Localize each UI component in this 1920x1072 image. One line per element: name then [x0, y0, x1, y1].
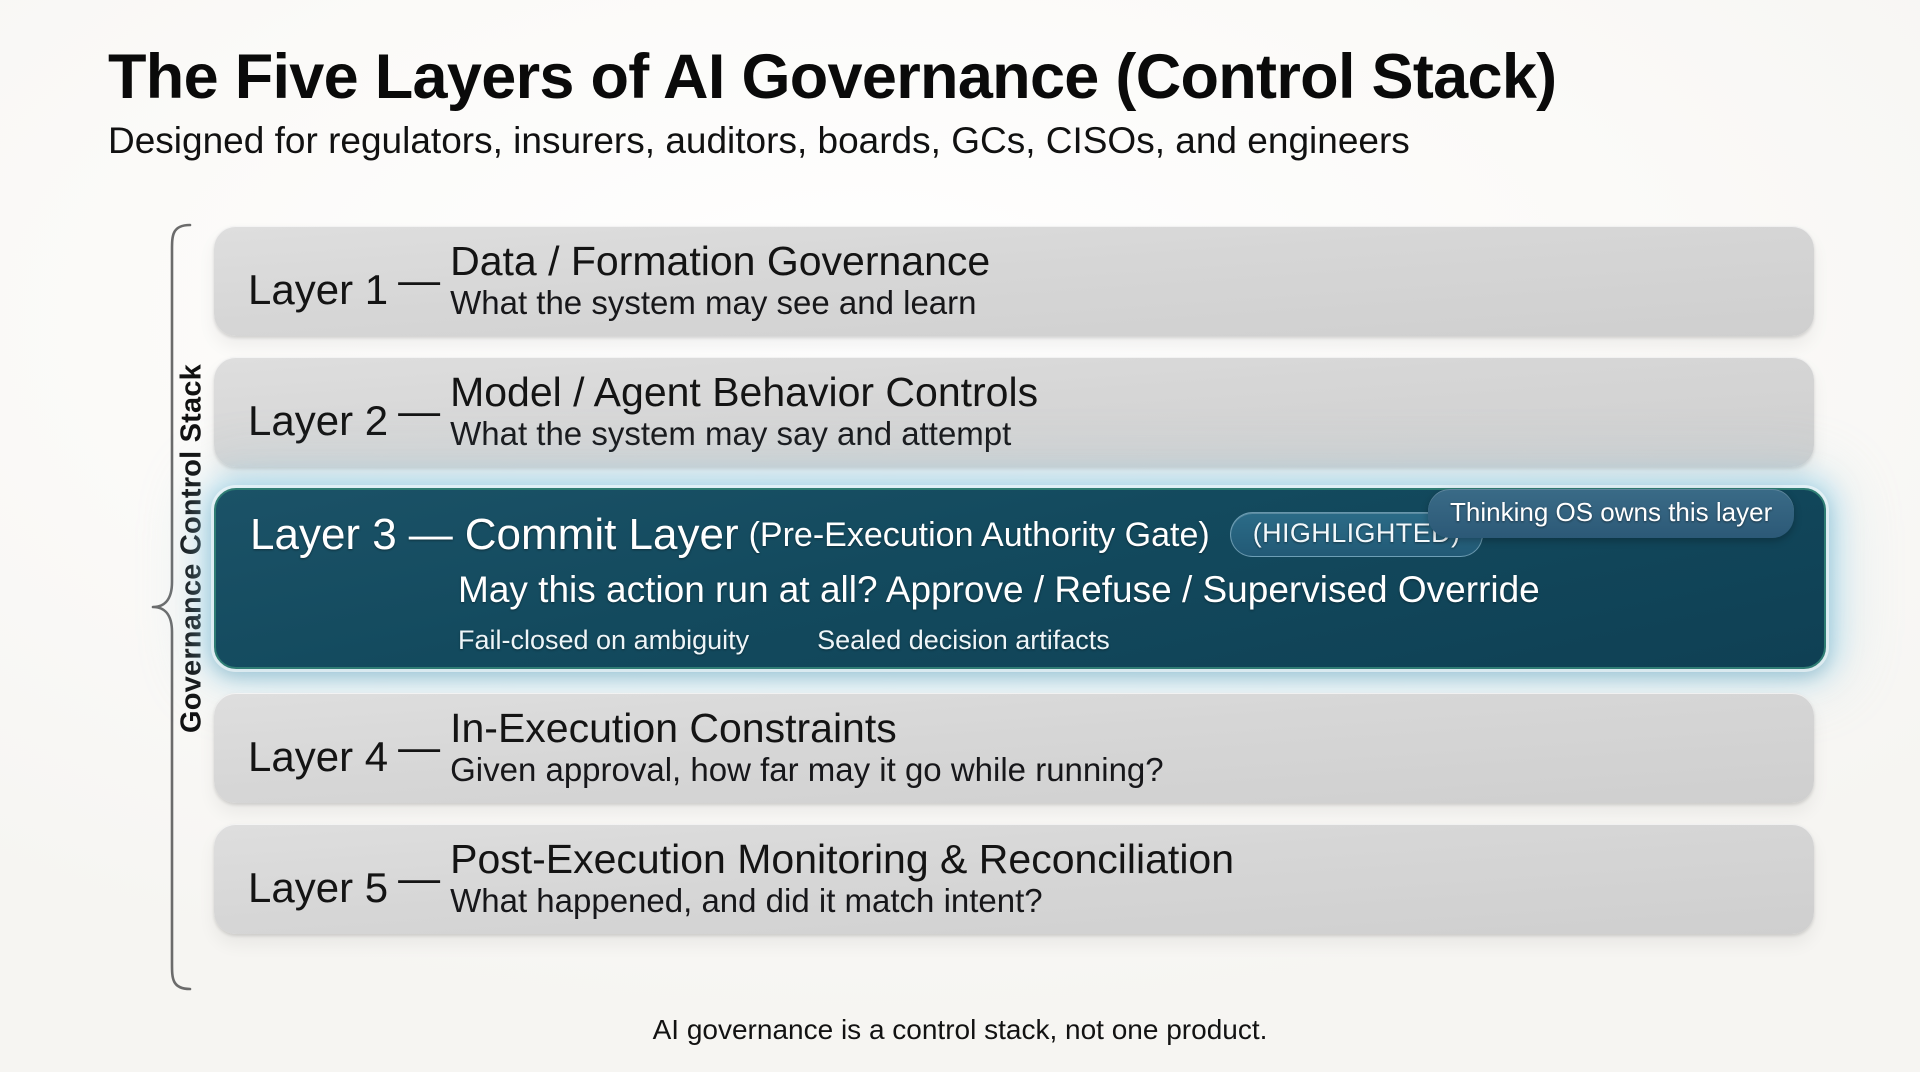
layer-5-subtitle: What happened, and did it match intent?	[450, 881, 1043, 919]
layer-4-subtitle: Given approval, how far may it go while …	[450, 750, 1164, 788]
layer-3-details: Fail-closed on ambiguity Sealed decision…	[458, 625, 1110, 656]
layer-2-tag: Layer 2	[248, 397, 389, 444]
layer-3-detail-1: Fail-closed on ambiguity	[458, 625, 750, 655]
layer-1-subtitle: What the system may see and learn	[450, 283, 977, 321]
layer-3-heading-row: Layer 3 — Commit Layer (Pre-Execution Au…	[250, 512, 1790, 557]
layer-card-1[interactable]: Layer 1 — Data / Formation Governance Wh…	[214, 226, 1814, 336]
layer-1-title: Data / Formation Governance	[450, 237, 991, 284]
page-title: The Five Layers of AI Governance (Contro…	[108, 42, 1557, 112]
layer-card-2[interactable]: Layer 2 — Model / Agent Behavior Control…	[214, 357, 1814, 467]
layer-3-detail-2: Sealed decision artifacts	[817, 625, 1110, 655]
layer-4-title: In-Execution Constraints	[450, 704, 897, 751]
layer-1-dash: —	[398, 256, 441, 303]
layer-3-title-parenthetical: (Pre-Execution Authority Gate)	[748, 515, 1210, 554]
header: The Five Layers of AI Governance (Contro…	[108, 44, 1868, 163]
layer-3-subtitle: May this action run at all? Approve / Re…	[458, 569, 1540, 610]
highlighted-pill: (HIGHLIGHTED)	[1229, 512, 1484, 557]
layer-3-title: Commit Layer	[464, 509, 739, 559]
layer-3-tag: Layer 3	[250, 509, 397, 559]
stack-label: Governance Control Stack	[175, 364, 208, 734]
layer-5-tag: Layer 5	[248, 864, 389, 911]
owner-badge[interactable]: Thinking OS owns this layer	[1428, 489, 1795, 538]
layer-3-dash: —	[408, 509, 453, 559]
layer-4-dash: —	[398, 723, 441, 770]
layer-5-title: Post-Execution Monitoring & Reconciliati…	[450, 835, 1235, 882]
layer-card-5[interactable]: Layer 5 — Post-Execution Monitoring & Re…	[214, 824, 1814, 934]
page-subtitle: Designed for regulators, insurers, audit…	[108, 120, 1410, 162]
layer-4-tag: Layer 4	[248, 733, 389, 780]
layer-card-4[interactable]: Layer 4 — In-Execution Constraints Given…	[214, 693, 1814, 803]
layer-1-tag: Layer 1	[248, 266, 389, 313]
governance-bracket: Governance Control Stack	[150, 222, 208, 992]
layer-5-dash: —	[398, 854, 441, 901]
layer-stack: Layer 1 — Data / Formation Governance Wh…	[214, 226, 1826, 955]
layer-2-title: Model / Agent Behavior Controls	[450, 368, 1039, 415]
curly-brace-icon	[151, 223, 192, 991]
layer-2-dash: —	[398, 387, 441, 434]
footer-caption: AI governance is a control stack, not on…	[652, 1014, 1268, 1045]
layer-2-subtitle: What the system may say and attempt	[450, 414, 1012, 452]
